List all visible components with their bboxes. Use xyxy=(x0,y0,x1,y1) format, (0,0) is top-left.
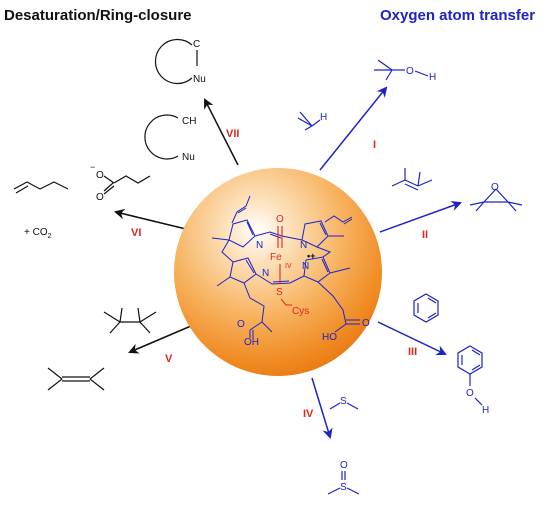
heme-N4: N xyxy=(302,261,309,272)
arrow-VI xyxy=(113,208,191,231)
label-II: II xyxy=(422,229,428,241)
product-sulfoxide: O S xyxy=(327,460,360,495)
substrate-alkene xyxy=(391,168,433,191)
open-Nu: Nu xyxy=(182,152,195,163)
heme-cys-sulfur: S xyxy=(276,287,283,298)
carboxylate-minus: − xyxy=(90,162,95,172)
arrow-IV xyxy=(311,377,333,440)
product-alkene-co2: + CO2 xyxy=(13,181,69,240)
epoxide-O: O xyxy=(491,182,499,193)
carboxylate-O-bottom: O xyxy=(96,192,104,203)
alcohol-O: O xyxy=(406,66,414,77)
heme-acid-O-right: O xyxy=(362,318,370,329)
heme-porphyrin xyxy=(211,195,360,338)
label-III: III xyxy=(408,346,417,358)
arrow-VII xyxy=(204,98,239,166)
label-V: V xyxy=(165,353,173,365)
sulfoxide-O: O xyxy=(340,460,348,471)
ring-C: C xyxy=(193,39,200,50)
product-phenol: O H xyxy=(457,345,489,416)
substrate-ring-open: CH Nu xyxy=(144,114,196,163)
heme-oxidation-state: IV xyxy=(285,263,292,270)
carboxylate-O-top: O xyxy=(96,170,104,181)
isobutane-H: H xyxy=(320,112,327,123)
phenol-O: O xyxy=(466,388,474,399)
label-I: I xyxy=(373,139,376,151)
product-ring-closed: C Nu xyxy=(154,38,206,85)
ring-Nu: Nu xyxy=(193,74,206,85)
label-VII: VII xyxy=(226,128,239,140)
alcohol-H: H xyxy=(429,72,436,83)
label-VI: VI xyxy=(131,227,141,239)
open-CH: CH xyxy=(182,116,196,127)
substrate-carboxylate: − O O xyxy=(90,162,151,203)
label-IV: IV xyxy=(303,408,314,420)
product-tetramethylethylene xyxy=(47,367,105,391)
arrow-I xyxy=(319,86,388,171)
heme-radical-cation: •+ xyxy=(307,251,315,261)
sulfoxide-S: S xyxy=(340,482,347,493)
phenol-H: H xyxy=(482,405,489,416)
product-alcohol: O H xyxy=(374,59,436,83)
heme-N3: N xyxy=(262,268,269,279)
co2-subscript: 2 xyxy=(48,233,52,240)
arrow-II xyxy=(379,200,462,233)
arrow-III xyxy=(377,321,447,356)
heme-acid-O-left: O xyxy=(237,319,245,330)
substrate-alkane xyxy=(103,307,157,334)
heme-acid-HO-right: HO xyxy=(322,332,337,343)
heme-N2: N xyxy=(300,240,307,251)
product-epoxide: O xyxy=(469,182,523,212)
right-header: Oxygen atom transfer xyxy=(380,7,535,24)
heme-iron: Fe xyxy=(270,252,282,263)
heme-oxo: O xyxy=(276,214,284,225)
enzyme-sphere xyxy=(174,168,382,376)
heme-cys-label: Cys xyxy=(292,306,309,317)
heme-acid-OH-left: OH xyxy=(244,337,259,348)
substrate-isobutane: H xyxy=(297,111,327,131)
heme-N1: N xyxy=(256,240,263,251)
substrate-sulfide: S xyxy=(329,396,359,410)
left-header: Desaturation/Ring-closure xyxy=(4,7,192,24)
co2-label: + CO2 xyxy=(24,227,52,240)
substrate-benzene xyxy=(413,293,439,323)
sulfide-S: S xyxy=(340,396,347,407)
